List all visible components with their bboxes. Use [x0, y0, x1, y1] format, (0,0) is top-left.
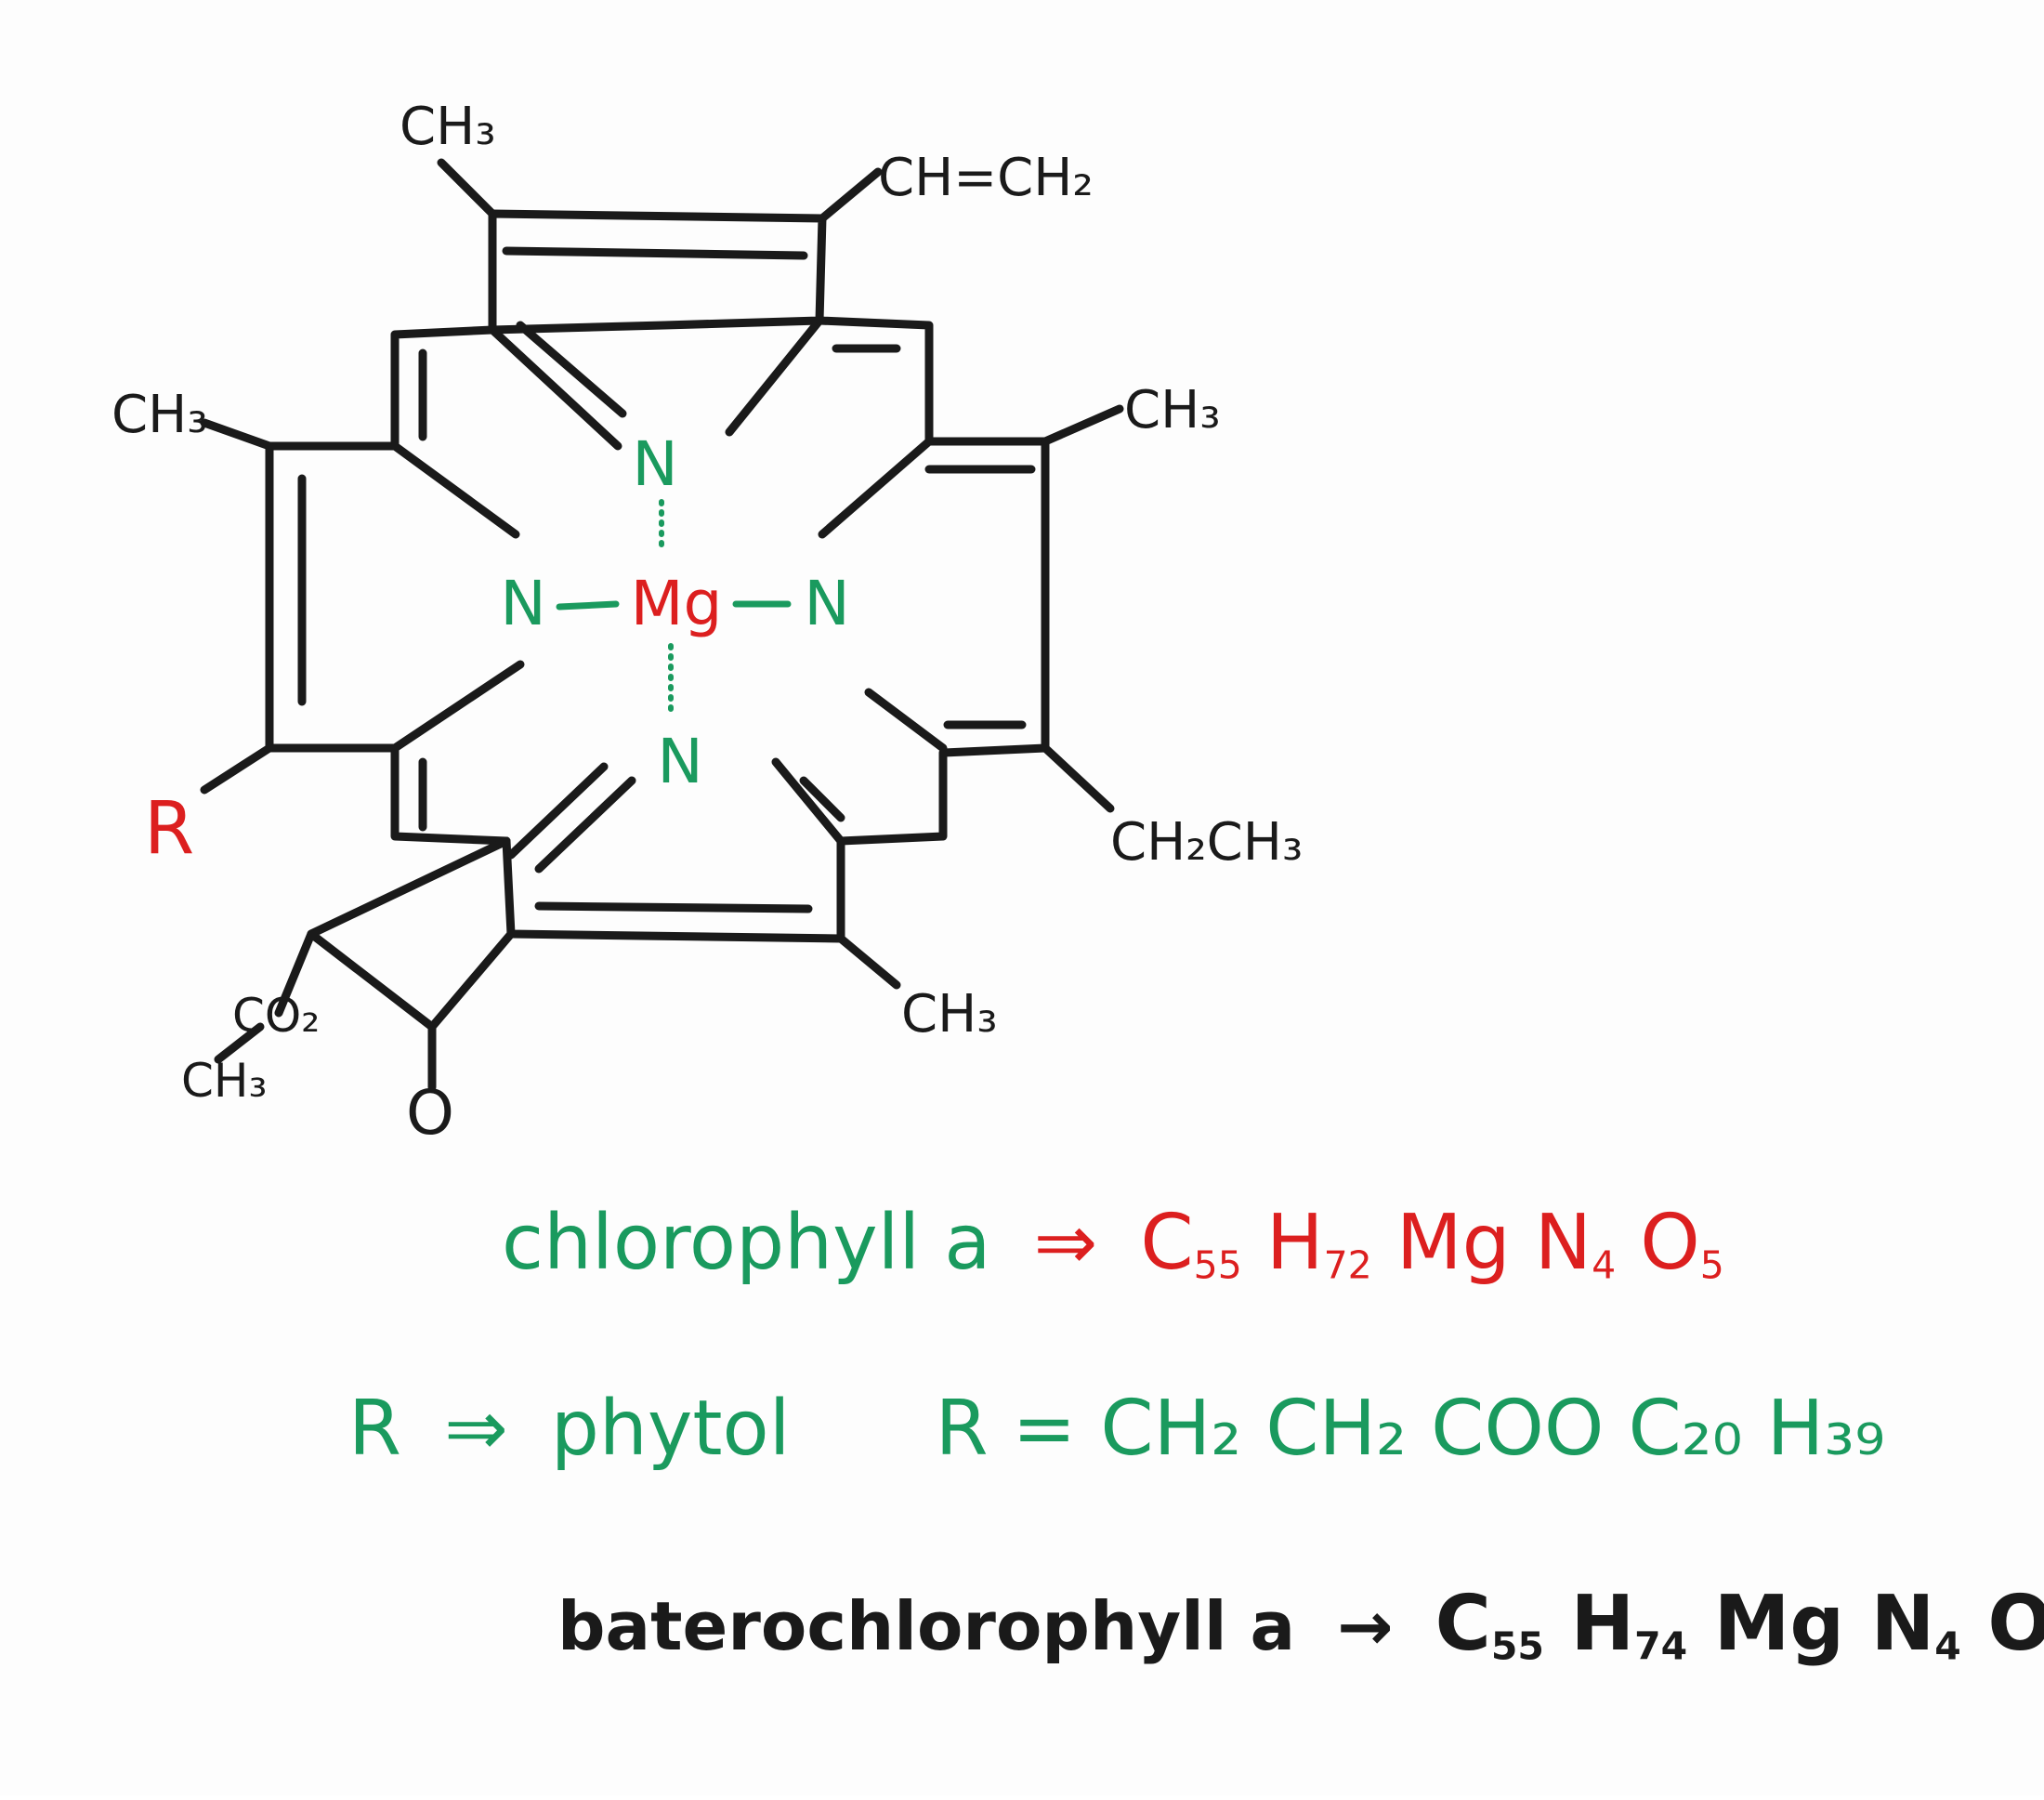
nitrogen-top-label: N — [632, 428, 677, 500]
arrow-1: ⇒ — [1033, 1199, 1098, 1287]
chlorophyll-a-name: chlorophyll a — [502, 1199, 991, 1287]
ester-co2-label: CO₂ — [232, 989, 320, 1043]
nitrogen-left-label: N — [500, 568, 545, 639]
nitrogen-right-label: N — [804, 568, 849, 639]
ethyl-label: CH₂CH₃ — [1110, 812, 1303, 873]
bacteriochlorophyll-a-equation: baterochlorophyll a → C55 H74 Mg N4 O5 — [557, 1580, 2044, 1668]
chlorophyll-a-formula: C55 H72 Mg N4 O5 — [1140, 1199, 1724, 1288]
magnesium-label: Mg — [631, 568, 723, 639]
arrow-3: → — [1337, 1587, 1394, 1665]
nitrogen-bottom-label: N — [657, 726, 702, 797]
methyl-left-upper-label: CH₃ — [111, 385, 208, 445]
ketone-oxygen-label: O — [406, 1077, 454, 1149]
r-symbol: R — [348, 1385, 401, 1473]
r-group-equation: R ⇒ phytol R = CH₂ CH₂ COO C₂₀ H₃₉ — [348, 1385, 1885, 1473]
methyl-top-left-label: CH₃ — [400, 97, 496, 157]
methyl-right-upper-label: CH₃ — [1124, 380, 1221, 440]
methyl-bottom-label: CH₃ — [901, 984, 998, 1045]
ester-methyl-label: CH₃ — [181, 1054, 268, 1108]
arrow-2: ⇒ — [444, 1385, 508, 1473]
bacteriochlorophyll-a-formula: C55 H74 Mg N4 O5 — [1435, 1580, 2044, 1669]
bacteriochlorophyll-a-name: baterochlorophyll a — [557, 1587, 1296, 1665]
phytol-name: phytol — [550, 1385, 791, 1473]
bond-skeleton — [200, 158, 1124, 1092]
phytol-formula: R = CH₂ CH₂ COO C₂₀ H₃₉ — [935, 1385, 1885, 1473]
vinyl-label: CH=CH₂ — [878, 148, 1094, 208]
r-group-label: R — [144, 787, 194, 871]
chlorophyll-a-equation: chlorophyll a ⇒ C55 H72 Mg N4 O5 — [502, 1199, 1724, 1287]
coordination-bonds — [556, 499, 792, 714]
